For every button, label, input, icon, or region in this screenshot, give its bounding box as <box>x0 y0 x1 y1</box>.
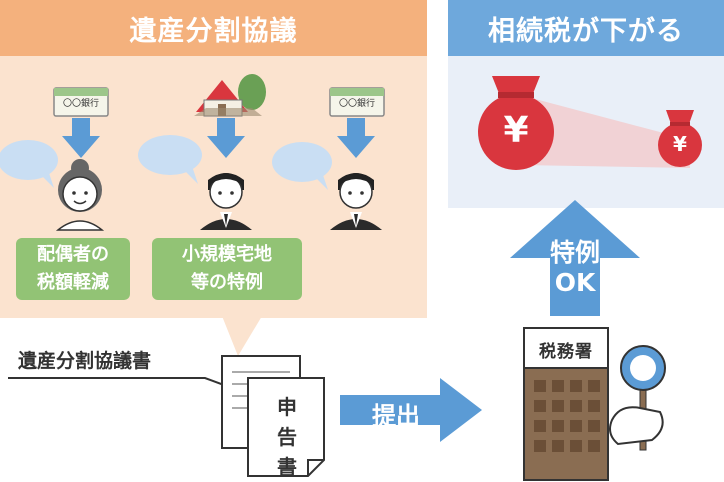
tax-office-building-icon <box>523 327 609 481</box>
approval-line2: OK <box>554 268 596 297</box>
approval-arrow-label: 特例 OK <box>535 238 615 298</box>
down-arrow-3 <box>337 118 375 158</box>
bank-card-label-2: 〇〇銀行 <box>338 99 375 109</box>
benefit-small-land-line1: 小規模宅地 <box>182 244 272 265</box>
shrink-shadow <box>520 95 690 168</box>
benefit-spouse-line2: 税額軽減 <box>37 272 109 293</box>
large-money-bag-icon <box>478 76 554 170</box>
small-yen-symbol: ¥ <box>673 132 687 156</box>
man-icon-2 <box>330 173 382 230</box>
grandmother-icon <box>55 159 105 231</box>
document-char-3: 書 <box>277 455 297 479</box>
bank-card-icon-2 <box>329 87 385 117</box>
house-icon <box>194 74 266 117</box>
callout-pointer <box>222 316 262 356</box>
bank-card-label-1: 〇〇銀行 <box>62 99 99 109</box>
benefit-small-land-line2: 等の特例 <box>191 272 263 293</box>
bank-card-icon-1 <box>53 87 109 117</box>
approval-sign-icon <box>609 345 666 451</box>
benefit-spouse-line1: 配偶者の <box>37 244 109 265</box>
down-arrows <box>62 118 375 158</box>
document-stack-icon <box>221 355 325 477</box>
submit-label: 提出 <box>372 402 420 430</box>
document-char-2: 告 <box>277 425 297 449</box>
tax-office-label: 税務署 <box>539 342 593 362</box>
man-icon-1 <box>200 173 252 230</box>
document-vertical-label: 申 告 書 <box>270 392 304 482</box>
small-money-bag-icon <box>658 110 702 167</box>
large-yen-symbol: ¥ <box>503 110 529 151</box>
speech-bubbles <box>0 135 332 190</box>
down-arrow-1 <box>62 118 100 158</box>
document-pointer-line <box>8 377 233 389</box>
right-panel-title: 相続税が下がる <box>448 0 724 56</box>
benefit-small-land: 小規模宅地 等の特例 <box>152 238 302 300</box>
left-panel-title: 遺産分割協議 <box>0 0 427 56</box>
approval-line1: 特例 <box>549 238 600 267</box>
document-char-1: 申 <box>277 395 297 419</box>
down-arrow-2 <box>207 118 245 158</box>
up-arrow <box>510 200 640 316</box>
submit-arrow <box>340 378 482 442</box>
benefit-spouse-deduction: 配偶者の 税額軽減 <box>16 238 130 300</box>
document-title: 遺産分割協議書 <box>18 350 152 372</box>
